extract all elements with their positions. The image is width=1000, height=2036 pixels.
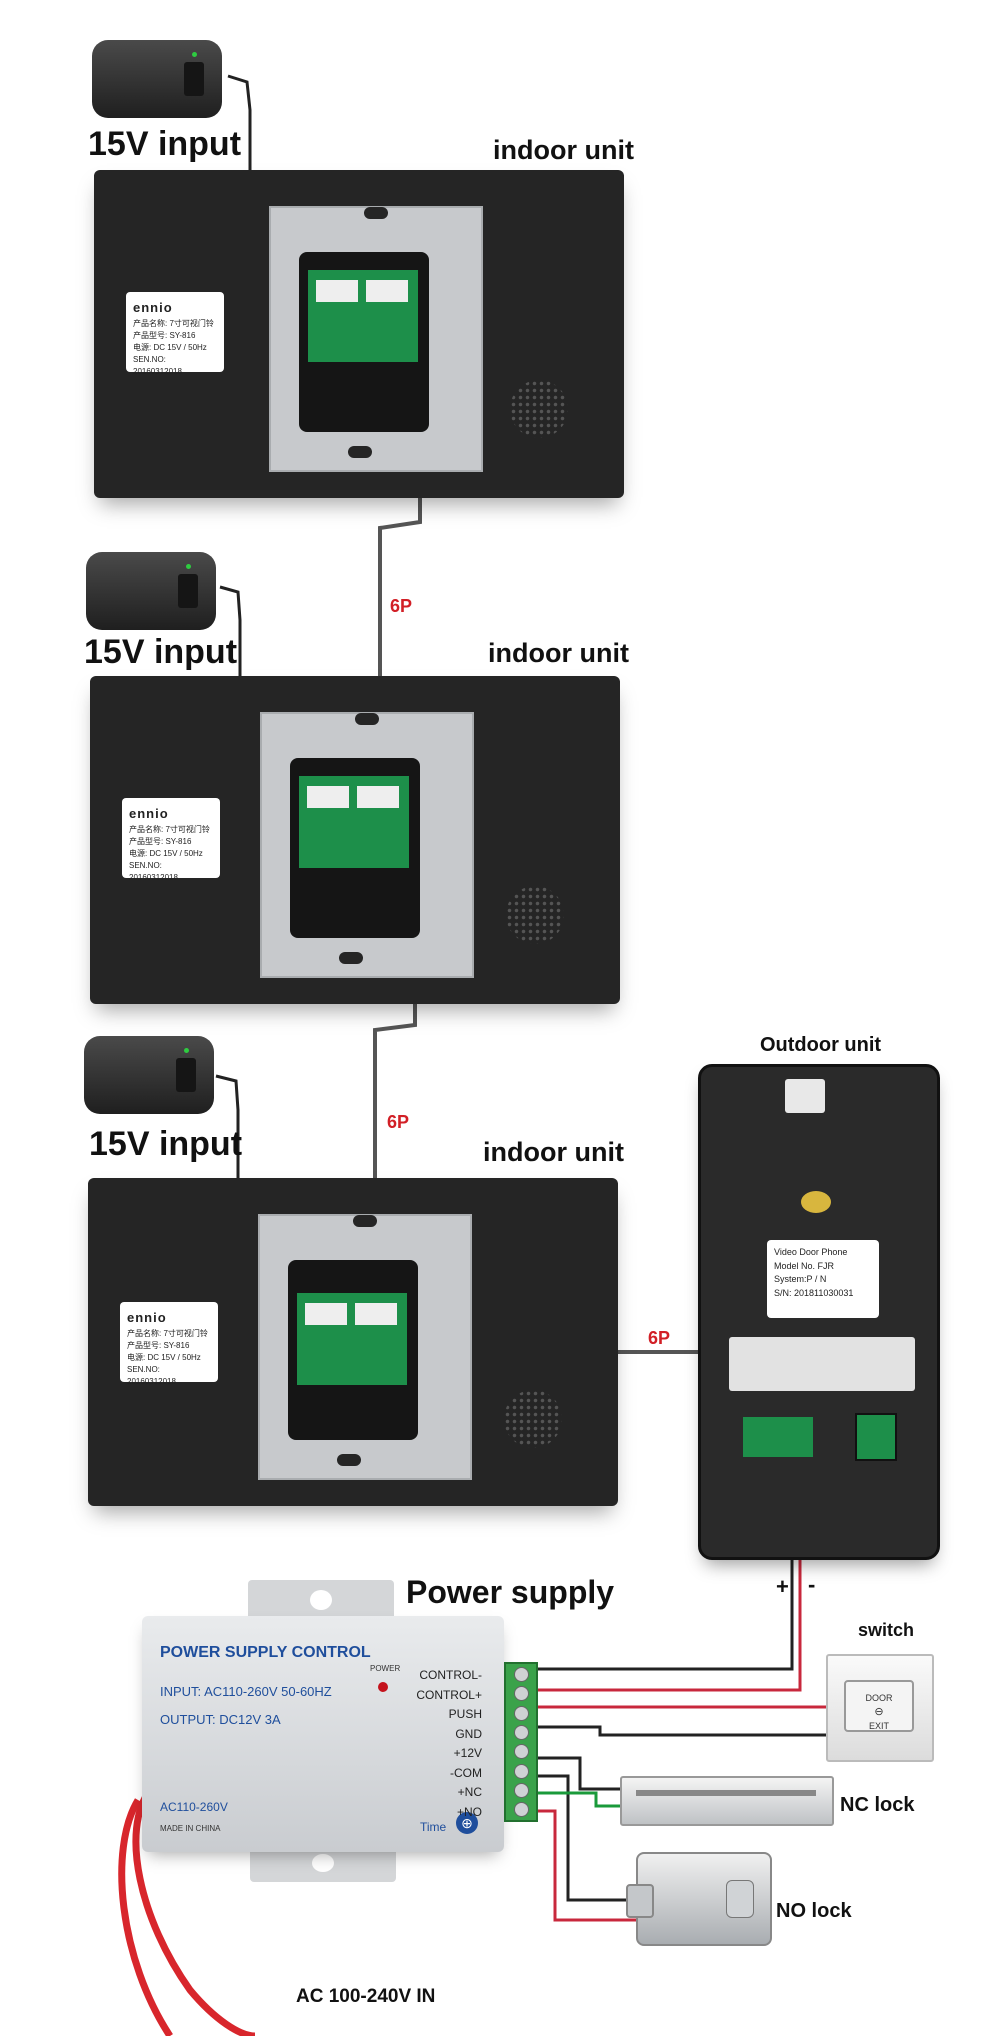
power-led	[378, 1682, 388, 1692]
terminal-label: CONTROL-	[419, 1668, 482, 1682]
terminal-screw-icon	[514, 1763, 529, 1779]
indoor-unit-middle: ennio 产品名称: 7寸可视门铃 产品型号: SY-816 电源: DC 1…	[90, 676, 620, 1004]
terminal-label: -COM	[450, 1765, 482, 1780]
terminal-labels: CONTROL- CONTROL+ PUSH GND +12V -COM +NC +NO	[380, 1668, 482, 1828]
terminal-label: PUSH	[448, 1707, 482, 1721]
terminal-label: CONTROL+	[416, 1687, 482, 1702]
exit-button-icon[interactable]: ⊖	[874, 1705, 884, 1718]
mount-bracket-top	[248, 1580, 394, 1620]
power-adapter-bottom	[84, 1036, 214, 1114]
wire-12v	[535, 1756, 620, 1791]
terminal-screw-icon	[514, 1667, 529, 1682]
time-knob-icon[interactable]: ⊕	[456, 1812, 478, 1834]
power-supply-box: POWER SUPPLY CONTROL INPUT: AC110-260V 5…	[142, 1616, 504, 1852]
wire-no	[535, 1809, 640, 1922]
wire-nc	[535, 1791, 620, 1808]
speaker-grille-middle	[506, 886, 564, 944]
outdoor-terminal-board	[743, 1417, 813, 1457]
indoor-unit-label-bottom: indoor unit	[483, 1137, 624, 1167]
switch-door-text: DOOR	[865, 1693, 893, 1703]
nc-lock-label: NC lock	[840, 1794, 915, 1816]
terminal-screw-icon	[514, 1686, 529, 1702]
polarity-minus: -	[808, 1572, 816, 1597]
power-adapter-top	[92, 40, 222, 118]
indoor-unit-label-top: indoor unit	[493, 135, 634, 165]
terminal-screw-icon	[514, 1782, 529, 1798]
switch-exit-text: EXIT	[868, 1720, 889, 1731]
indoor-product-label-middle: ennio 产品名称: 7寸可视门铃 产品型号: SY-816 电源: DC 1…	[122, 798, 220, 882]
power-supply-output: OUTPUT: DC12V 3A	[160, 1712, 281, 1727]
terminal-screw-icon	[514, 1802, 529, 1818]
time-label: Time	[420, 1820, 447, 1834]
power-supply-title: POWER SUPPLY CONTROL	[160, 1644, 371, 1661]
terminal-screw-icon	[514, 1705, 529, 1721]
terminal-label: +12V	[453, 1746, 482, 1760]
power-led-label: POWER	[370, 1664, 401, 1673]
made-in: MADE IN CHINA	[160, 1824, 221, 1833]
outdoor-product-label: Video Door Phone Model No. FJR System:P …	[767, 1240, 879, 1318]
cable-label-6p-3: 6P	[648, 1328, 671, 1348]
indoor-product-label-top: ennio 产品名称: 7寸可视门铃 产品型号: SY-816 电源: DC 1…	[126, 292, 224, 376]
polarity-plus: +	[776, 1574, 789, 1599]
terminal-screw-icon	[514, 1744, 529, 1760]
wire-gnd	[535, 1725, 832, 1737]
ac-mains-cord	[132, 1787, 256, 2036]
power-adapter-middle	[86, 552, 216, 630]
exit-switch: DOOR ⊖ EXIT	[826, 1654, 934, 1762]
power-supply-label: Power supply	[406, 1574, 615, 1610]
outdoor-unit: Video Door Phone Model No. FJR System:P …	[698, 1064, 940, 1560]
speaker-grille-top	[510, 380, 568, 438]
speaker-grille-bottom	[504, 1390, 562, 1448]
indoor-unit-bottom: ennio 产品名称: 7寸可视门铃 产品型号: SY-816 电源: DC 1…	[88, 1178, 618, 1506]
ac-input-label: AC 100-240V IN	[296, 1986, 436, 2007]
switch-label: switch	[858, 1620, 915, 1640]
input-label-middle: 15V input	[84, 633, 238, 671]
nc-lock	[620, 1776, 834, 1826]
indoor-unit-top: ennio 产品名称: 7寸可视门铃 产品型号: SY-816 电源: DC 1…	[94, 170, 624, 498]
keyhole-icon	[726, 1880, 754, 1918]
terminal-label: GND	[455, 1726, 482, 1741]
terminal-label: +NC	[457, 1785, 482, 1799]
no-lock	[626, 1852, 772, 1946]
terminal-label: +NO	[456, 1804, 482, 1819]
power-supply-input: INPUT: AC110-260V 50-60HZ	[160, 1684, 332, 1699]
input-label-bottom: 15V input	[89, 1125, 243, 1163]
indoor-product-label-bottom: ennio 产品名称: 7寸可视门铃 产品型号: SY-816 电源: DC 1…	[120, 1302, 218, 1386]
terminal-screw-icon	[514, 1724, 529, 1740]
indoor-unit-label-middle: indoor unit	[488, 638, 629, 668]
terminal-block	[504, 1662, 538, 1822]
cable-label-6p-1: 6P	[390, 596, 413, 616]
input-label-top: 15V input	[88, 125, 242, 163]
wire-com	[535, 1774, 640, 1902]
cable-label-6p-2: 6P	[387, 1112, 410, 1132]
outdoor-unit-label: Outdoor unit	[760, 1034, 882, 1056]
no-lock-label: NO lock	[776, 1900, 852, 1922]
ac-rating: AC110-260V	[160, 1800, 228, 1814]
